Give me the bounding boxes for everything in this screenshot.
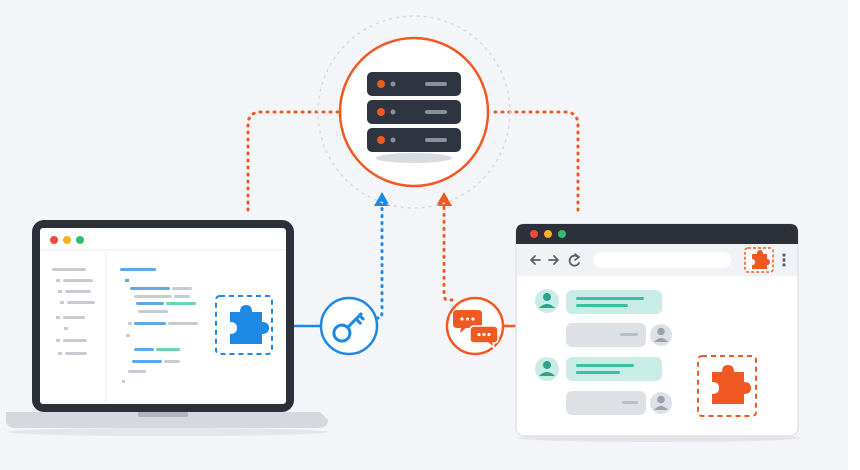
browser-server-link (488, 110, 580, 212)
forward-arrow-icon[interactable] (548, 255, 559, 265)
key-node (319, 296, 379, 356)
user-avatar-icon (650, 324, 672, 346)
laptop-puzzle-extension-icon (215, 295, 273, 355)
chat-conversation (535, 289, 672, 415)
toolbar-puzzle-extension-icon[interactable] (744, 247, 774, 273)
server-rack-icon (367, 72, 461, 163)
outgoing-message-bubble (566, 323, 646, 347)
outgoing-message-bubble (566, 391, 646, 415)
browser-titlebar (516, 224, 798, 244)
user-avatar-icon (650, 392, 672, 414)
chat-arrowhead (436, 192, 452, 206)
server-halo-ring (317, 15, 511, 209)
laptop-base (6, 412, 328, 428)
key-server-link (368, 203, 384, 320)
incoming-message-bubble (566, 357, 662, 381)
user-avatar-icon (535, 357, 559, 381)
code-editor-icon (52, 252, 198, 402)
address-bar[interactable] (593, 252, 731, 268)
laptop-screen (40, 228, 286, 404)
chat-node (445, 296, 505, 356)
chat-bubbles-icon (453, 310, 499, 350)
server-hub (317, 15, 511, 209)
edge-strip (848, 0, 860, 470)
incoming-message-bubble (566, 290, 662, 314)
laptop-server-link (246, 110, 342, 212)
browser-puzzle-extension-icon (697, 355, 757, 417)
browser-window-icon (515, 223, 800, 442)
reload-icon[interactable] (568, 253, 581, 267)
chat-server-link (442, 203, 454, 302)
laptop-icon (6, 220, 328, 436)
user-avatar-icon (535, 289, 559, 313)
back-arrow-icon[interactable] (530, 255, 541, 265)
menu-dots-icon[interactable] (782, 253, 786, 267)
key-arrowhead (374, 192, 390, 206)
key-icon (332, 312, 365, 343)
